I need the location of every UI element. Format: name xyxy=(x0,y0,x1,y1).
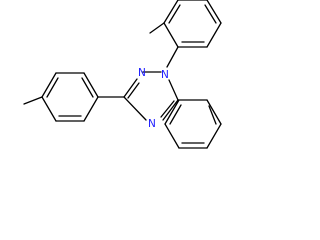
bond-ring-c1 xyxy=(206,99,222,125)
p-tolyl-ring xyxy=(23,72,125,122)
bond-ring-b6 xyxy=(83,72,99,98)
bond-para-methyl xyxy=(23,96,43,105)
bond-n4-c3 xyxy=(123,96,147,121)
bond-ring-b4-double xyxy=(46,77,59,98)
bond-c3-n2-double xyxy=(127,82,140,99)
atom-n1-label: N xyxy=(161,69,169,81)
bond-ring-c5 xyxy=(164,99,180,125)
phenyl-ring xyxy=(164,99,222,149)
bond-ring-a2 xyxy=(206,22,222,48)
bond-ring-b3 xyxy=(41,96,57,122)
bond-c5-n4-double xyxy=(160,100,175,118)
bond-ring-c1-double xyxy=(208,105,217,125)
atom-n2-label: N xyxy=(138,67,146,79)
bond-ring-b1 xyxy=(83,96,99,122)
bond-c3-n2 xyxy=(123,78,138,98)
bond-n1-c5 xyxy=(168,79,179,101)
bond-ring-a3-double xyxy=(204,4,217,24)
bond-ring-c5-double xyxy=(169,104,182,125)
bond-n1-aryl xyxy=(166,46,179,68)
structure-canvas: N N N xyxy=(23,0,222,149)
atom-n4-label: N xyxy=(148,118,156,130)
bond-ring-b6-double xyxy=(81,77,94,98)
bond-ring-a5 xyxy=(163,0,179,24)
bond-c5-n4 xyxy=(162,99,179,121)
bond-ring-c2 xyxy=(206,123,222,149)
bond-ring-a3 xyxy=(206,0,222,24)
triazole-ring xyxy=(123,71,179,121)
bond-ring-a6 xyxy=(163,22,179,48)
bond-ring-b4 xyxy=(41,72,57,98)
bond-ring-a5-double xyxy=(168,4,181,24)
bond-ortho-methyl xyxy=(149,22,165,34)
bond-ring-c4 xyxy=(164,123,180,149)
o-tolyl-ring xyxy=(149,0,222,68)
molecule-diagram: N N N xyxy=(23,0,222,149)
